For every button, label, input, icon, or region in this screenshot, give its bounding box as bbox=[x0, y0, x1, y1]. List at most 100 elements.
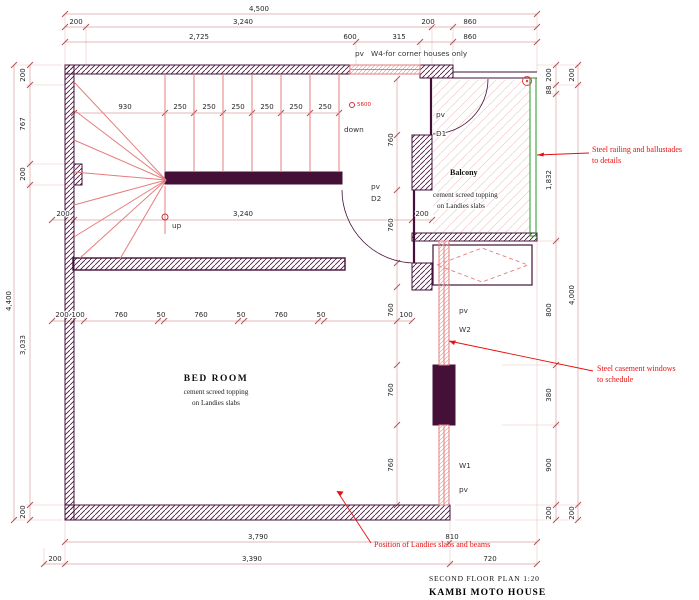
dim-vchain-4: 760 bbox=[387, 458, 395, 471]
label-down: down bbox=[344, 125, 364, 134]
dim-vchain-end: 100 bbox=[399, 311, 412, 319]
dim-mid-6: 760 bbox=[274, 311, 287, 319]
label-w2-pv: pv bbox=[459, 306, 469, 315]
annotation-windows-2: to schedule bbox=[597, 375, 634, 384]
label-up: up bbox=[172, 221, 182, 230]
annotation-railing-arrow bbox=[537, 152, 544, 157]
dim-mid-2: 760 bbox=[114, 311, 127, 319]
dim-mid-1: 100 bbox=[71, 311, 84, 319]
dim-tread-2: 250 bbox=[231, 103, 244, 111]
window-w2 bbox=[438, 240, 450, 366]
balcony-finish-2: on Landies slabs bbox=[437, 202, 485, 210]
plan-title: SECOND FLOOR PLAN 1:20 bbox=[429, 574, 540, 583]
dim-right-0: 200 bbox=[545, 68, 553, 81]
annotation-railing-leader bbox=[536, 152, 590, 156]
component-labels: pv W4-for corner houses only down 5600 u… bbox=[171, 48, 472, 495]
door-d1 bbox=[429, 78, 489, 135]
up-start-marker bbox=[161, 213, 169, 221]
dim-left-4: 200 bbox=[19, 505, 27, 518]
dim-right-3: 800 bbox=[545, 303, 553, 316]
title-block: SECOND FLOOR PLAN 1:20 KAMBI MOTO HOUSE bbox=[429, 574, 546, 598]
label-w4-pv: pv bbox=[355, 49, 365, 58]
label-ref-5600: 5600 bbox=[357, 102, 371, 108]
dim-right-4: 380 bbox=[545, 388, 553, 401]
dim-top-c-3: 860 bbox=[463, 33, 476, 41]
dim-wall-thickness: 200 bbox=[415, 210, 428, 218]
windows bbox=[349, 64, 450, 506]
dimension-text: 4,500 200 3,240 200 860 2,725 600 315 86… bbox=[4, 4, 577, 564]
dim-vchain-3: 760 bbox=[387, 383, 395, 396]
dim-tread-4: 250 bbox=[289, 103, 302, 111]
dim-right-6: 200 bbox=[545, 506, 553, 519]
dim-mid-4: 760 bbox=[194, 311, 207, 319]
ref-5600-marker bbox=[349, 102, 355, 108]
dim-mid-3: 50 bbox=[157, 311, 166, 319]
bedroom-title: BED ROOM bbox=[184, 374, 249, 384]
annotation-railing-2: to details bbox=[592, 156, 621, 165]
reference-markers bbox=[349, 76, 532, 108]
dim-top-b-0: 200 bbox=[69, 18, 82, 26]
dim-top-c-2: 315 bbox=[392, 33, 405, 41]
dim-hall-left: 200 bbox=[56, 210, 69, 218]
column-marker-circle bbox=[522, 76, 532, 86]
doors bbox=[341, 78, 489, 264]
dim-right-2: 1,832 bbox=[545, 170, 553, 190]
dim-top-c-1: 600 bbox=[343, 33, 356, 41]
balcony-railing bbox=[529, 77, 537, 237]
dimension-lines bbox=[13, 13, 579, 565]
annotation-windows-1: Steel casement windows bbox=[597, 364, 676, 373]
dim-top-b-3: 860 bbox=[463, 18, 476, 26]
room-labels: Balcony cement screed topping on Landies… bbox=[182, 167, 499, 408]
bedroom-finish-1: cement screed topping bbox=[184, 388, 249, 396]
dim-bottom-b-0: 200 bbox=[48, 555, 61, 563]
dim-right-outer-2: 200 bbox=[568, 506, 576, 519]
annotation-railing-1: Steel railing and ballustades bbox=[592, 145, 682, 154]
label-d2-pv: pv bbox=[371, 182, 381, 191]
dim-vchain-1: 760 bbox=[387, 218, 395, 231]
dim-mid-5: 50 bbox=[237, 311, 246, 319]
dim-tread-0: 250 bbox=[173, 103, 186, 111]
house-title: KAMBI MOTO HOUSE bbox=[429, 588, 546, 598]
dim-vchain-0: 760 bbox=[387, 133, 395, 146]
door-d2 bbox=[341, 189, 416, 264]
dim-tread-5: 250 bbox=[318, 103, 331, 111]
annotation-windows-arrow bbox=[449, 340, 456, 345]
dim-bottom-b-2: 720 bbox=[483, 555, 496, 563]
dim-vchain-2: 760 bbox=[387, 303, 395, 316]
dim-mid-7: 50 bbox=[317, 311, 326, 319]
label-w1: W1 bbox=[459, 461, 471, 470]
annotation-slabs-arrow bbox=[337, 491, 344, 496]
dim-hall-width: 3,240 bbox=[233, 210, 253, 218]
dim-left-3: 3,033 bbox=[19, 335, 27, 355]
label-w2: W2 bbox=[459, 325, 471, 334]
dim-left-0: 200 bbox=[19, 68, 27, 81]
dim-top-overall: 4,500 bbox=[249, 5, 269, 13]
label-d1: D1 bbox=[436, 129, 446, 138]
annotation-windows-leader bbox=[448, 340, 594, 372]
dim-tread-1: 250 bbox=[202, 103, 215, 111]
annotation-slabs-leader bbox=[336, 490, 372, 544]
stairs bbox=[73, 74, 340, 260]
balcony-title: Balcony bbox=[450, 168, 478, 177]
label-d2: D2 bbox=[371, 194, 381, 203]
label-d1-pv: pv bbox=[436, 110, 446, 119]
dim-top-c-0: 2,725 bbox=[189, 33, 209, 41]
annotation-slabs: Position of Landies slabs and beams bbox=[374, 540, 490, 549]
dim-tread-3: 250 bbox=[260, 103, 273, 111]
dim-top-b-1: 3,240 bbox=[233, 18, 253, 26]
annotations: Steel railing and ballustades to details… bbox=[336, 145, 682, 549]
window-w1 bbox=[438, 424, 450, 506]
dim-bottom-a-0: 3,790 bbox=[248, 533, 268, 541]
dim-stair-width: 930 bbox=[118, 103, 131, 111]
dim-right-outer-0: 200 bbox=[568, 68, 576, 81]
dim-right-outer-1: 4,000 bbox=[568, 285, 576, 305]
dim-left-1: 767 bbox=[19, 117, 27, 130]
label-w4-note: W4-for corner houses only bbox=[371, 49, 468, 58]
bedroom-finish-2: on Landies slabs bbox=[192, 399, 240, 407]
dim-left-2: 200 bbox=[19, 167, 27, 180]
balcony-finish-1: cement screed topping bbox=[433, 191, 498, 199]
dim-bottom-b-1: 3,390 bbox=[242, 555, 262, 563]
dim-top-b-2: 200 bbox=[421, 18, 434, 26]
dim-left-overall: 4,400 bbox=[5, 291, 13, 311]
